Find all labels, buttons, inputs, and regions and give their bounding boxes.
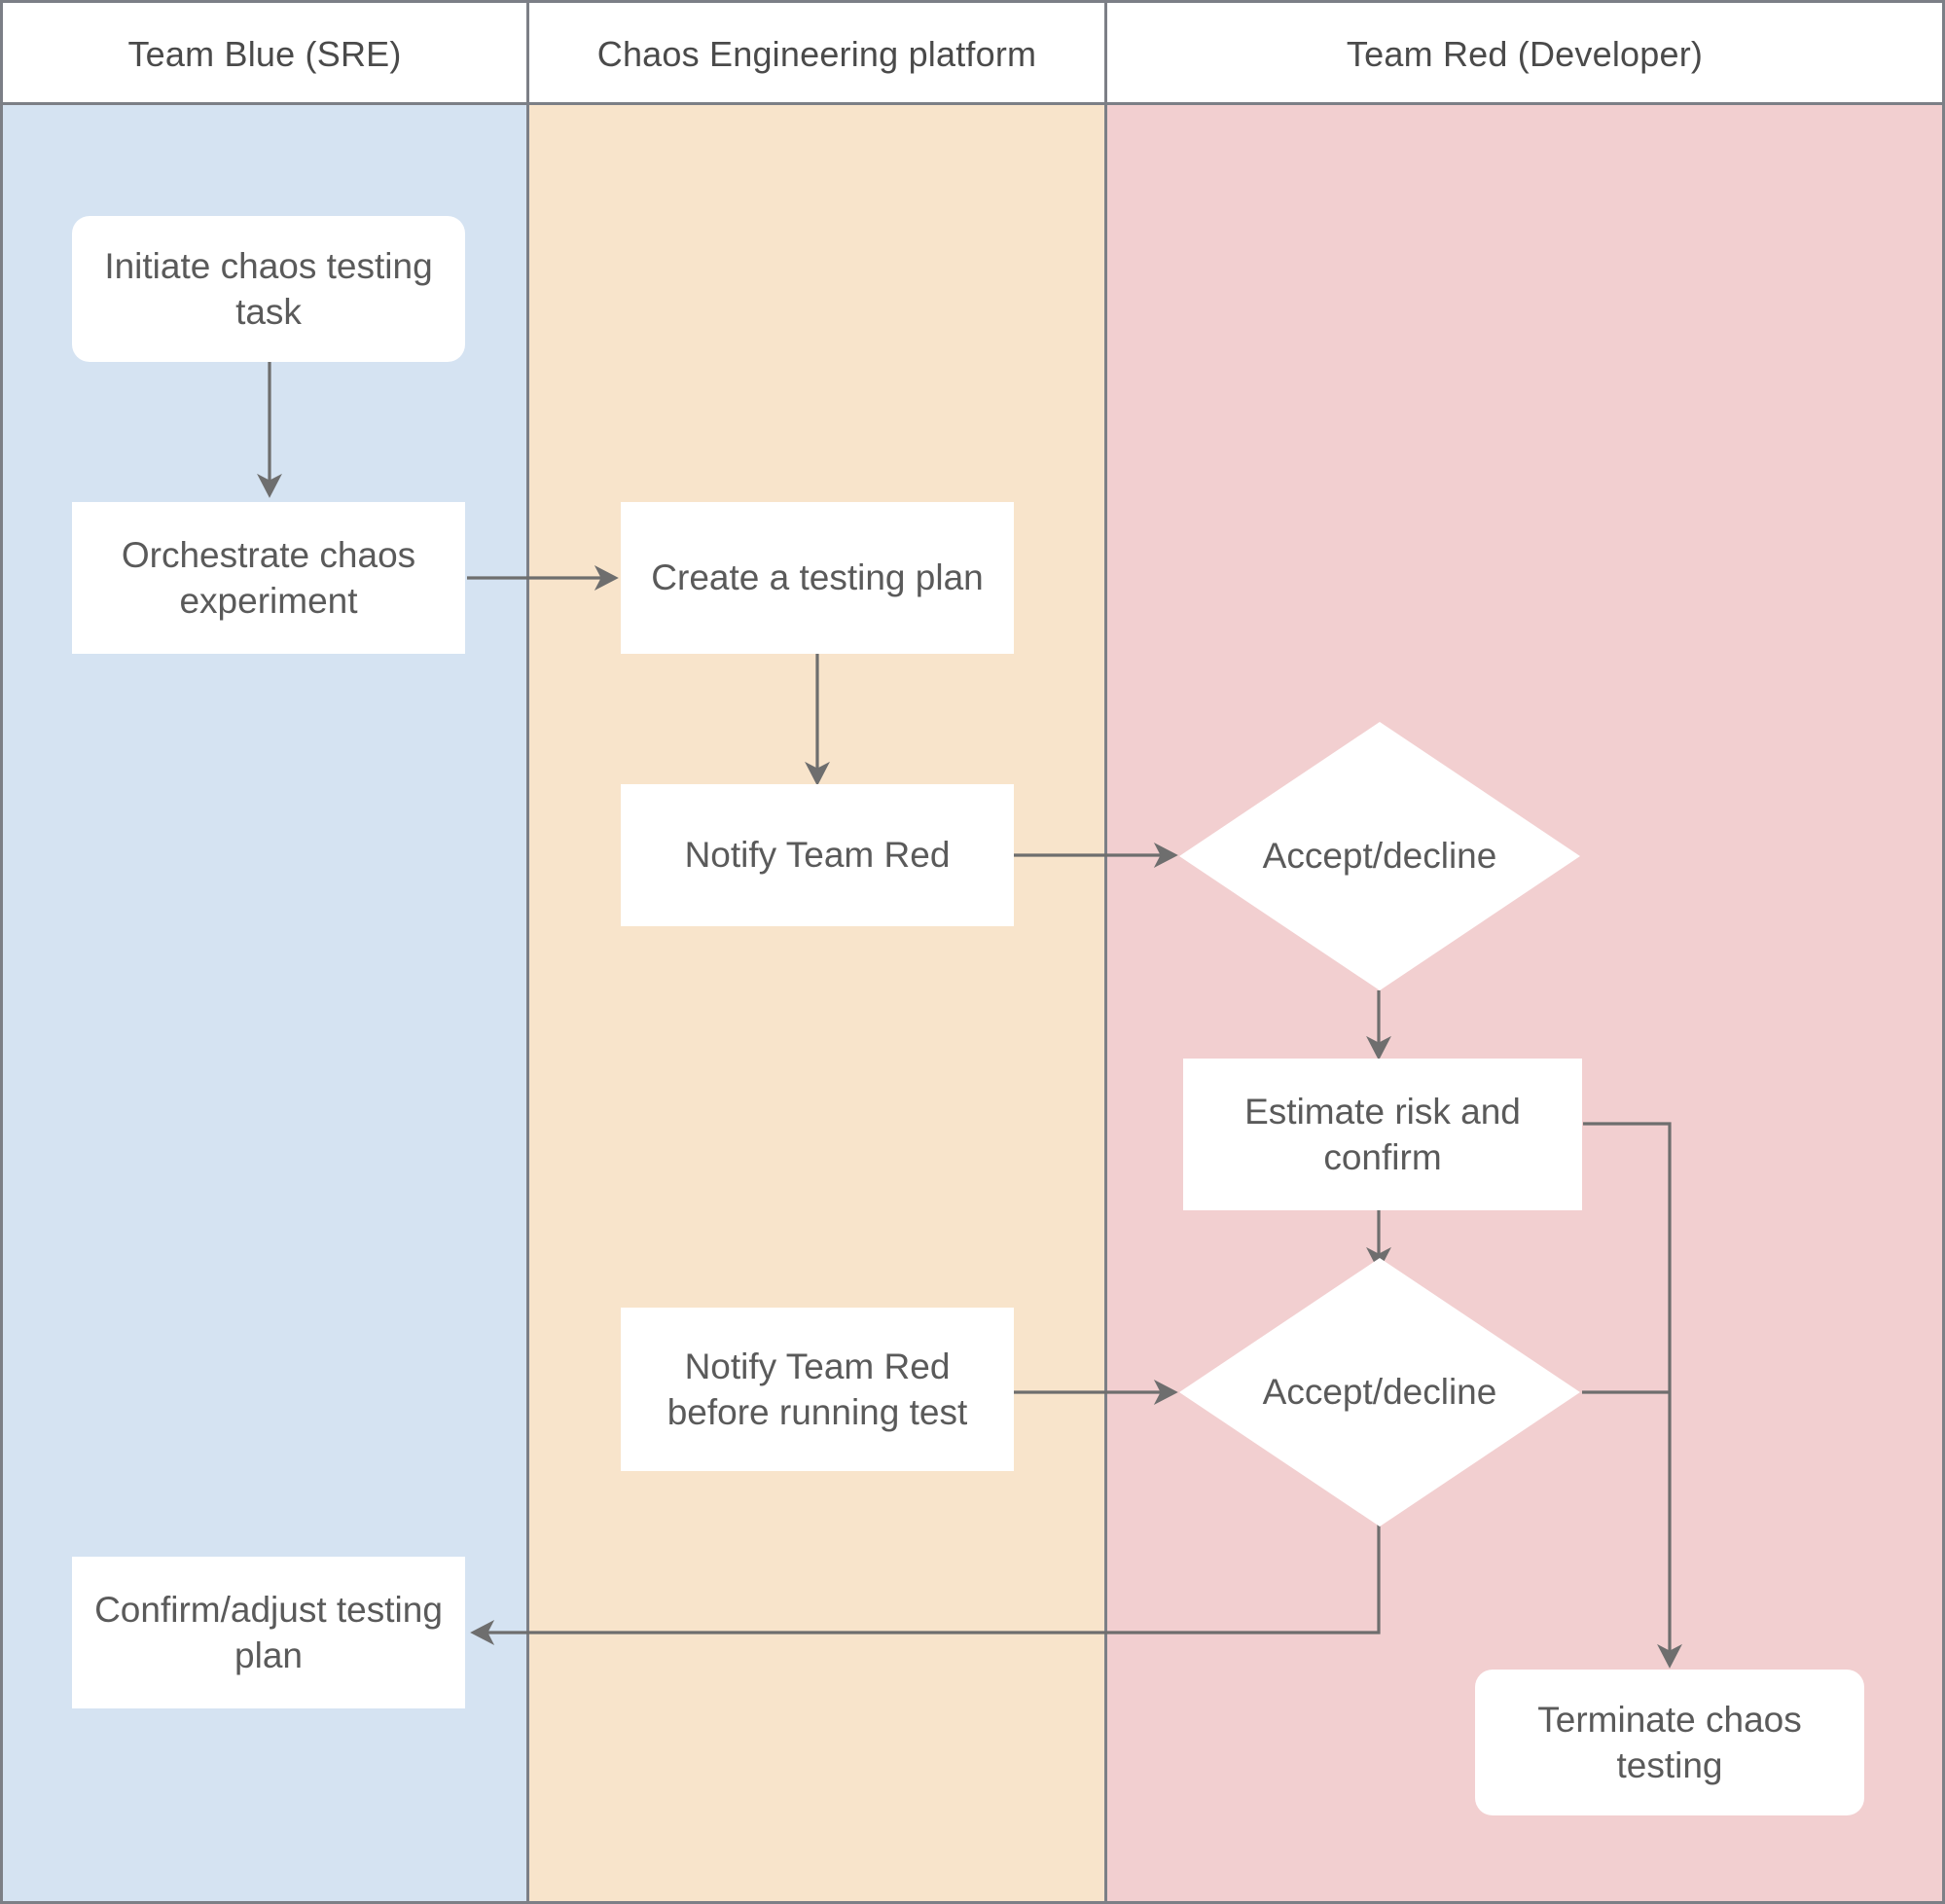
node-createplan-label: Create a testing plan [651, 557, 984, 598]
lane-body-platform [529, 105, 1104, 1901]
lane-header-platform-label: Chaos Engineering platform [596, 33, 1037, 74]
lane-header-red: Team Red (Developer) [1107, 3, 1942, 105]
node-create-a-testing-plan[interactable]: Create a testing plan [621, 502, 1014, 654]
lane-divider-1 [526, 3, 529, 1901]
lane-header-blue-label: Team Blue (SRE) [127, 33, 402, 74]
node-terminate-label: Terminate chaos testing [1537, 1699, 1802, 1785]
node-accept-decline-1[interactable]: Accept/decline [1179, 722, 1580, 990]
node-notify-team-red[interactable]: Notify Team Red [621, 784, 1014, 926]
node-terminate-chaos-testing[interactable]: Terminate chaos testing [1475, 1670, 1864, 1815]
node-estimate-risk-and-confirm[interactable]: Estimate risk and confirm [1183, 1059, 1582, 1210]
node-estimate-label: Estimate risk and confirm [1244, 1091, 1521, 1177]
node-orchestrate-label: Orchestrate chaos experiment [121, 534, 416, 621]
node-confirm-adjust-testing-plan[interactable]: Confirm/adjust testing plan [72, 1557, 465, 1708]
node-notify2-label: Notify Team Red before running test [666, 1346, 968, 1432]
lane-header-red-label: Team Red (Developer) [1346, 33, 1704, 74]
diamond-shape-2 [1179, 1258, 1580, 1527]
node-orchestrate-chaos-experiment[interactable]: Orchestrate chaos experiment [72, 502, 465, 654]
node-accept-decline-2-label: Accept/decline [1262, 1372, 1497, 1413]
node-initiate-chaos-testing-task[interactable]: Initiate chaos testing task [72, 216, 465, 362]
node-notify1-label: Notify Team Red [684, 835, 951, 876]
node-notify-team-red-before-running-test[interactable]: Notify Team Red before running test [621, 1308, 1014, 1471]
node-accept-decline-1-label: Accept/decline [1262, 836, 1497, 877]
lane-header-blue: Team Blue (SRE) [3, 3, 526, 105]
lane-divider-2 [1104, 3, 1107, 1901]
lane-body-red [1107, 105, 1942, 1901]
node-accept-decline-2[interactable]: Accept/decline [1179, 1258, 1580, 1527]
node-initiate-label: Initiate chaos testing task [104, 245, 433, 332]
header-divider [3, 102, 1942, 105]
lane-header-platform: Chaos Engineering platform [529, 3, 1104, 105]
node-confirmadjust-label: Confirm/adjust testing plan [94, 1589, 443, 1675]
diamond-shape-1 [1179, 722, 1580, 990]
